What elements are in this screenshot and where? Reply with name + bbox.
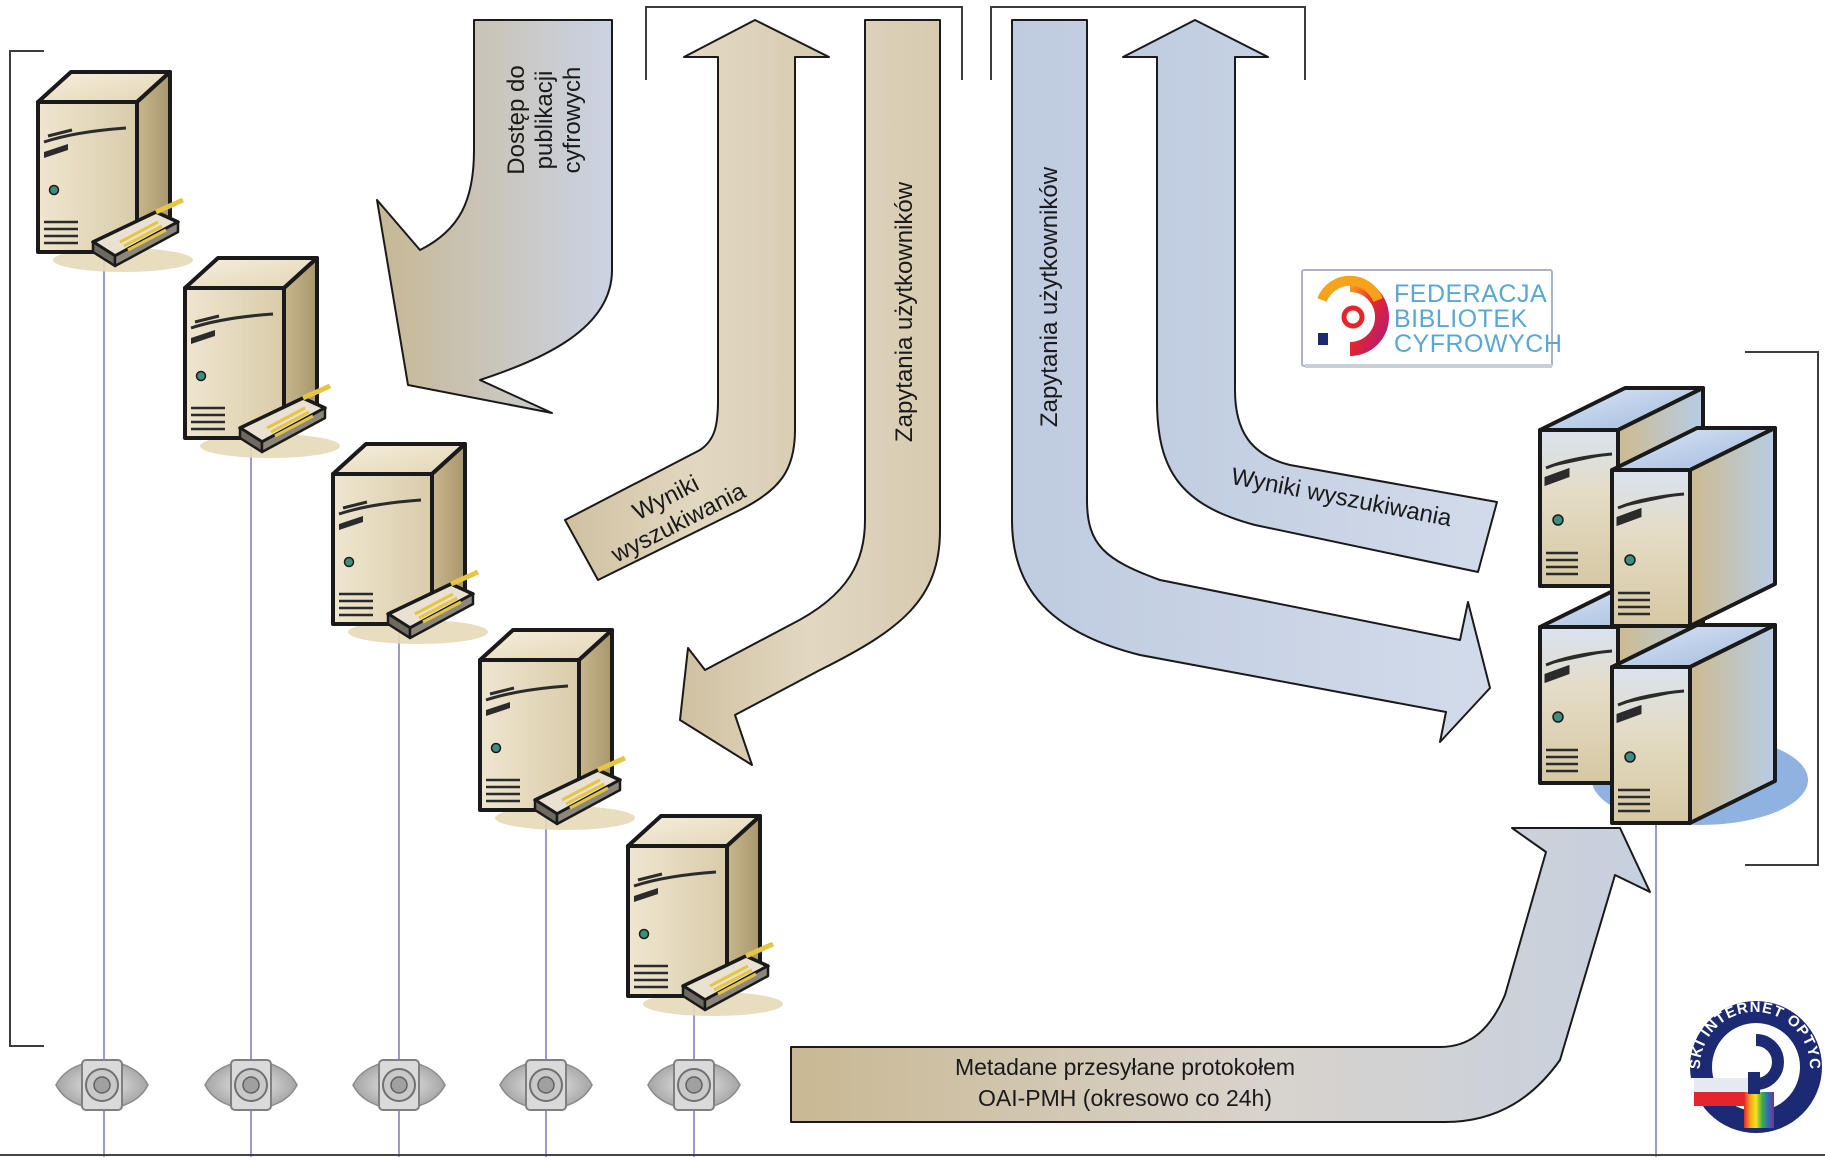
label-queries-right: Zapytania użytkowników [1036, 166, 1063, 427]
fbc-logo-line2: BIBLIOTEK [1394, 305, 1528, 333]
label-queries-left: Zapytania użytkowników [891, 181, 918, 442]
label-access-line2: publikacji [531, 71, 558, 170]
fbc-logo-icon [1317, 275, 1389, 356]
eye-icon-3 [352, 1059, 446, 1111]
eye-icon-4 [499, 1059, 593, 1111]
server-library-1 [38, 72, 193, 272]
server-library-5 [628, 816, 783, 1016]
fbc-logo: FEDERACJA BIBLIOTEK CYFROWYCH [1301, 269, 1562, 368]
label-access-line3: cyfrowych [559, 67, 586, 174]
eye-icon-5 [647, 1059, 741, 1111]
eye-icon-2 [204, 1059, 298, 1111]
label-access-line1: Dostęp do [503, 65, 530, 174]
server-library-3 [333, 444, 488, 644]
arrow-access [376, 19, 613, 414]
eye-icon-1 [55, 1059, 149, 1111]
server-library-2 [185, 258, 340, 458]
bracket-right [1745, 351, 1819, 866]
arrow-queries-right [1011, 19, 1491, 743]
bracket-top-left [645, 6, 963, 80]
server-cluster-fbc [1538, 386, 1808, 825]
label-metadata-line1: Metadane przesyłane protokołem [955, 1054, 1295, 1080]
server-library-4 [480, 630, 635, 830]
arrow-results-left [564, 19, 830, 581]
fbc-logo-line3: CYFROWYCH [1394, 330, 1562, 358]
bracket-top-right [990, 6, 1306, 80]
arrow-queries-left [679, 19, 941, 766]
arrow-results-right [1122, 19, 1498, 573]
arrow-metadata [790, 827, 1651, 1123]
bracket-left [9, 50, 44, 1047]
connector-lines [103, 255, 1657, 1157]
label-metadata-line2: OAI-PMH (okresowo co 24h) [978, 1085, 1272, 1111]
fbc-logo-line1: FEDERACJA [1394, 280, 1547, 308]
label-access: Dostęp do publikacji cyfrowych [503, 65, 586, 174]
